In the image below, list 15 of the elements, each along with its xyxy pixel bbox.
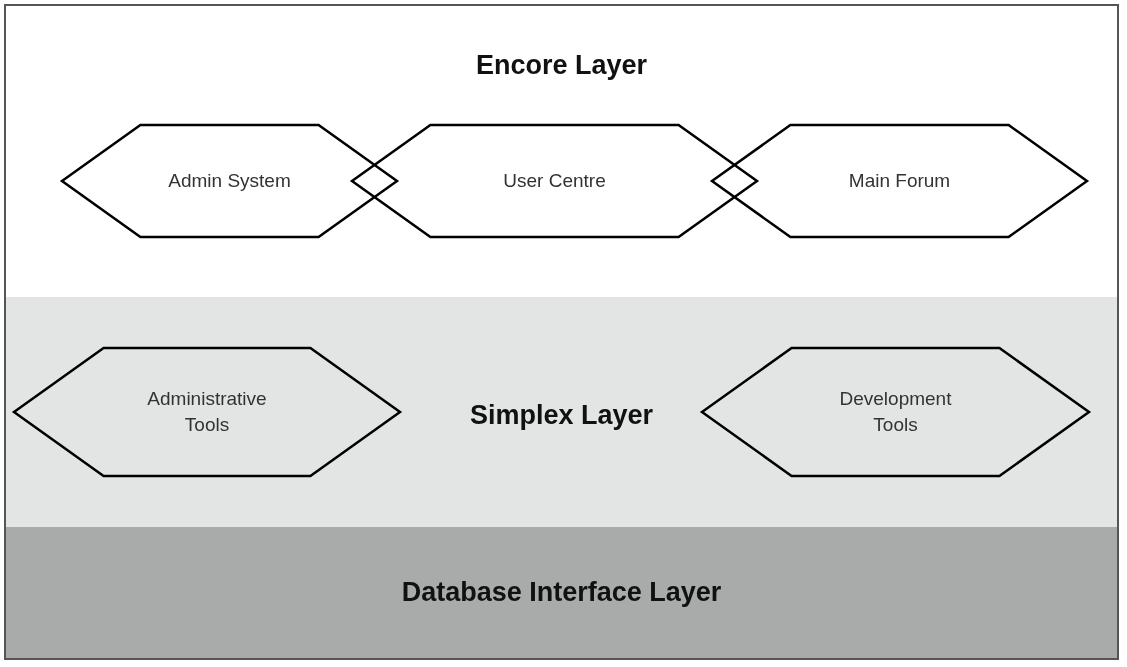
hexagon: [62, 125, 397, 237]
layer-band: [6, 297, 1117, 527]
hexagon: [352, 125, 757, 237]
layer-title: Database Interface Layer: [401, 577, 722, 608]
hexagon-label: Administrative Tools: [146, 387, 268, 437]
layer-title: Encore Layer: [475, 50, 648, 81]
hexagon: [702, 348, 1089, 476]
hexagon-label: Development Tools: [838, 387, 953, 437]
hexagon-label: Main Forum: [847, 169, 952, 194]
hexagon: [14, 348, 400, 476]
layer-band: [6, 527, 1117, 658]
layer-title: Simplex Layer: [469, 400, 654, 431]
hexagon-label: Admin System: [167, 169, 292, 194]
hexagon: [712, 125, 1087, 237]
hexagon-label: User Centre: [502, 169, 607, 194]
